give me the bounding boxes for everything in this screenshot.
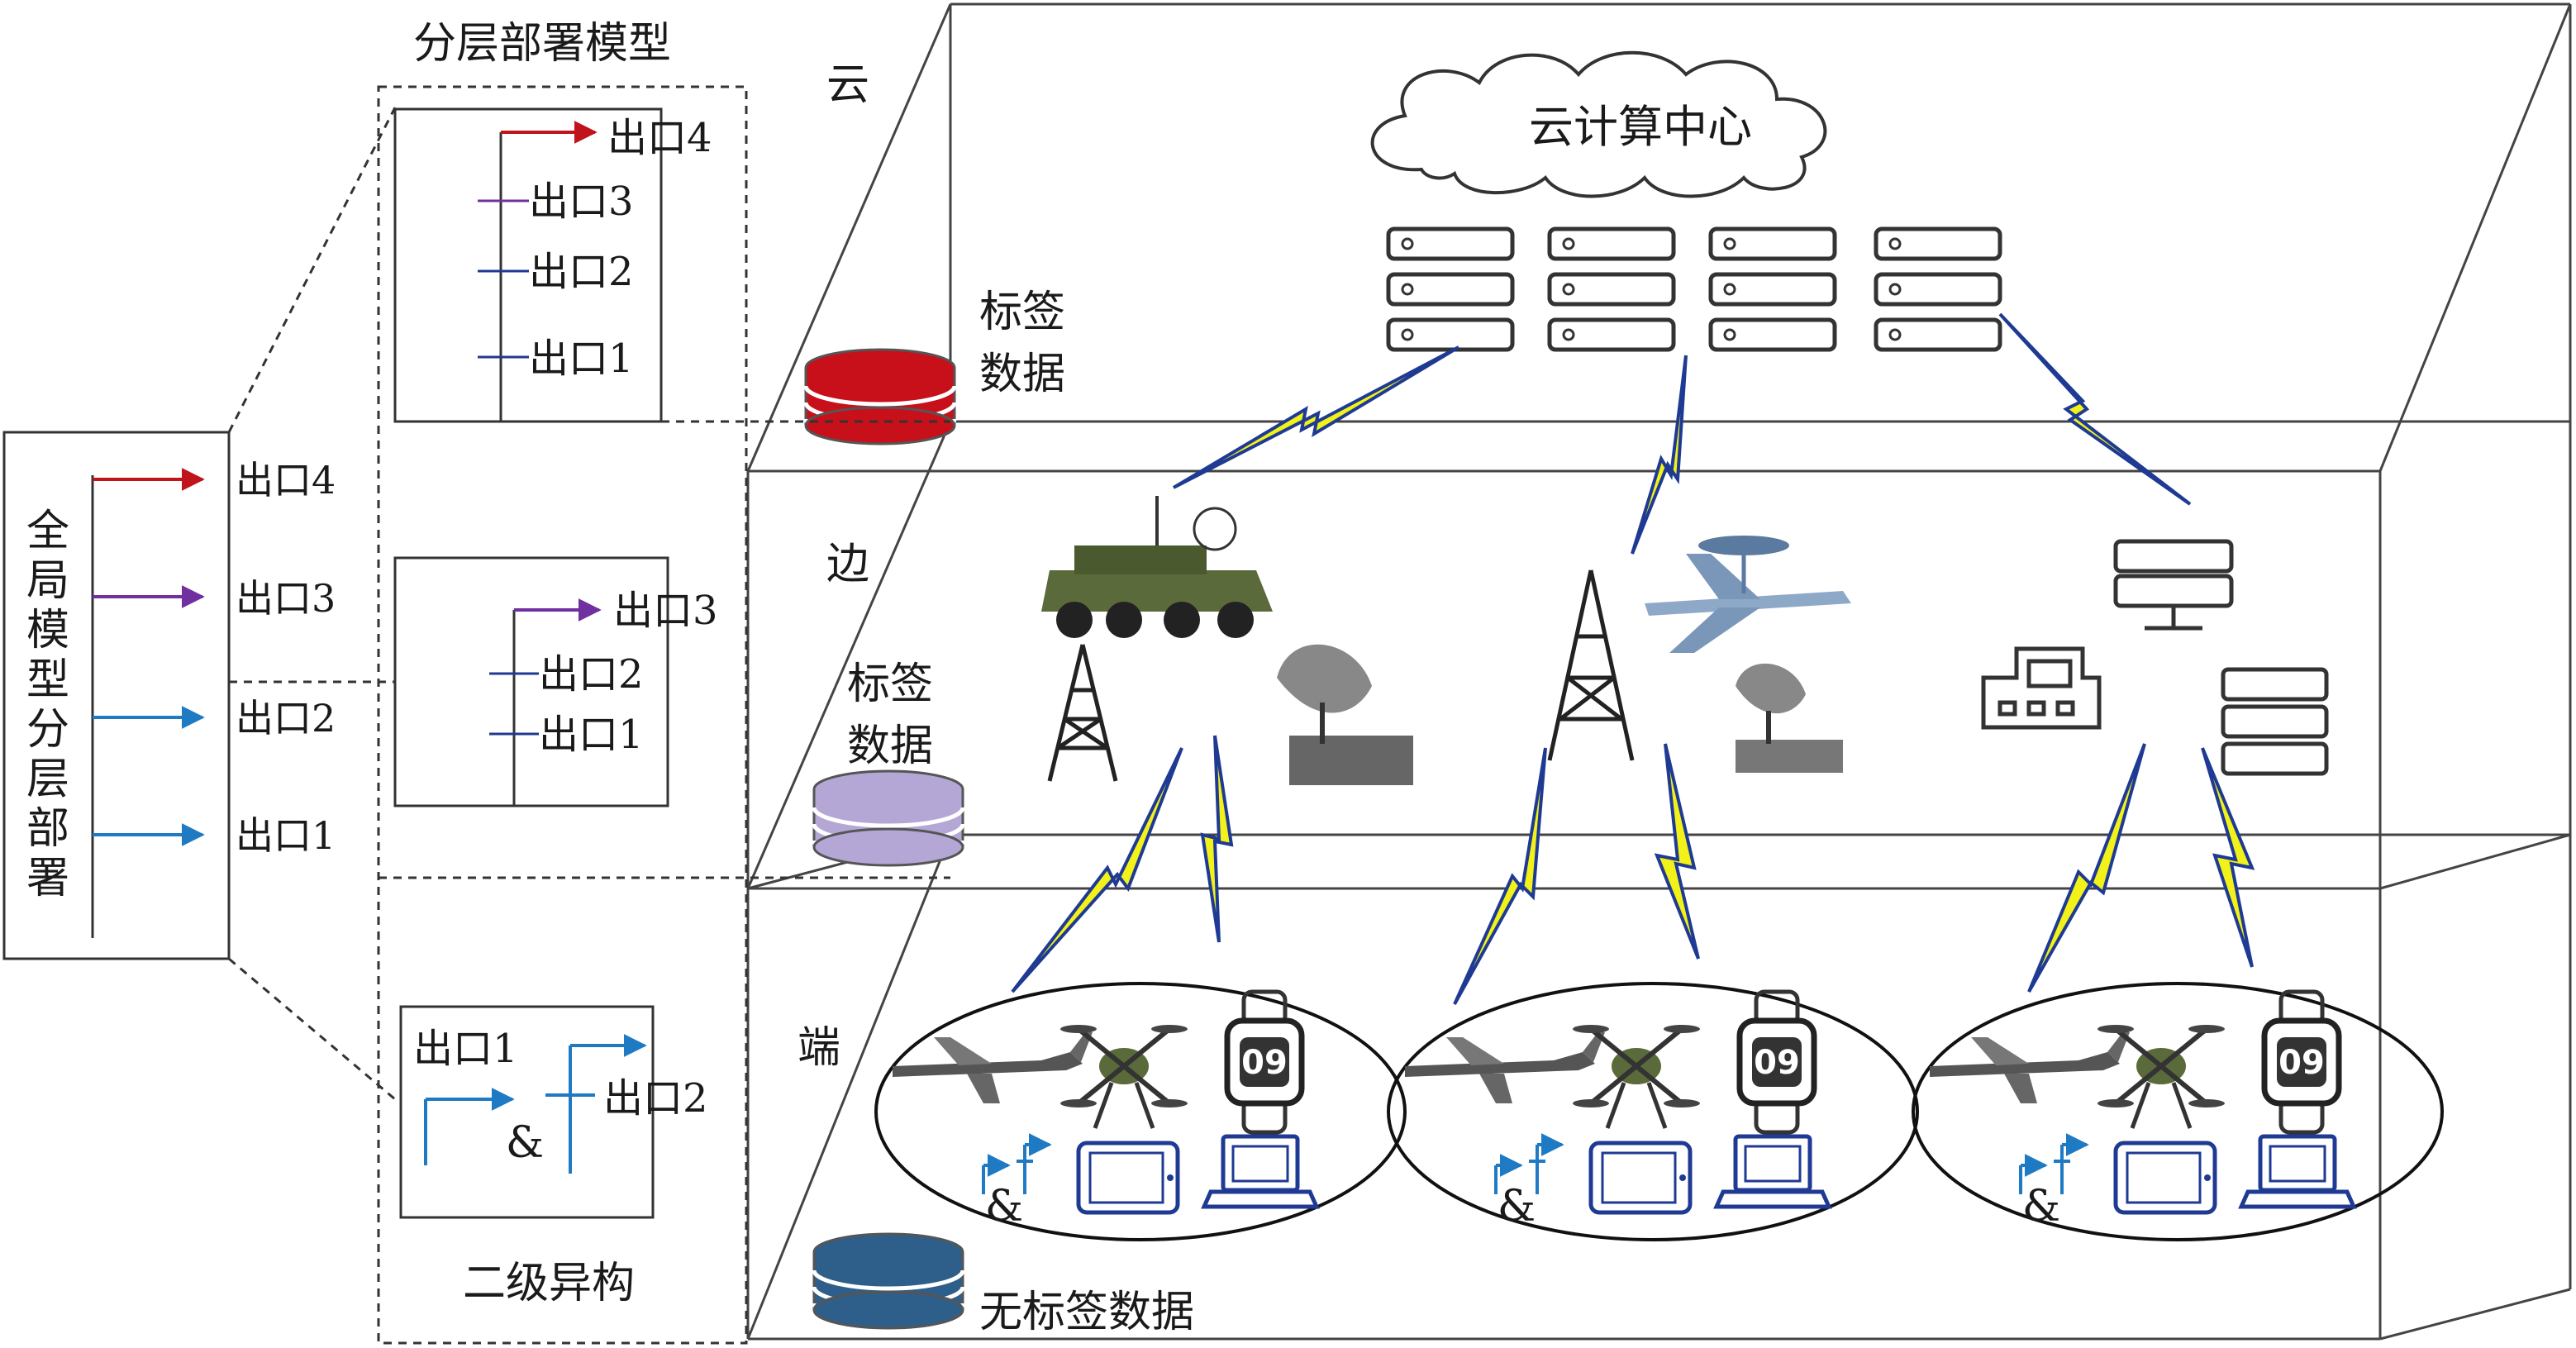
satellite-dish-icon-1 [1277,644,1413,785]
svg-text:部: 部 [26,804,69,854]
svg-text:署: 署 [26,854,69,903]
labeled-data-top-2: 数据 [979,350,1065,399]
layer-label-end: 端 [798,1023,840,1073]
hier-top-exit-4: 出口4 [607,115,712,161]
global-exit-1: 出口1 [236,813,336,858]
base-station-building-icon [1981,646,2102,730]
hier-mid-exit-2: 出口2 [539,651,644,698]
cloud-server-rack-1 [1388,229,1512,350]
armored-vehicle-icon [1041,496,1273,638]
dashed-connectors [227,85,950,1345]
hier-top-exit-1: 出口1 [529,336,634,382]
hier-bottom-box [399,1005,655,1219]
hier-model-title: 分层部署模型 [413,19,671,69]
global-exit-2: 出口2 [236,696,336,741]
labeled-data-mid-2: 数据 [847,722,933,771]
hier-mid-exit-1: 出口1 [539,712,644,758]
device-cluster-2 [1388,984,1917,1240]
cloud-center-label: 云计算中心 [1529,101,1752,153]
hier-mid-exit-3: 出口3 [613,588,718,634]
global-model-box [2,431,231,960]
edge-server-rack-icon [2221,667,2329,776]
device-cluster-3 [1913,984,2442,1240]
cloud-server-rack-3 [1711,229,1835,350]
svg-text:层: 层 [26,755,69,804]
global-exit-3: 出口3 [236,576,336,621]
svg-text:型: 型 [26,655,69,705]
labeled-data-db-red [806,350,955,444]
edge-server-icon [2113,539,2234,631]
svg-text:全: 全 [26,507,69,556]
layer-label-cloud: 云 [826,60,869,110]
awacs-aircraft-icon [1645,536,1851,653]
hier-top-box [393,107,663,423]
device-cluster-1 [876,984,1405,1240]
secondary-hetero-title: 二级异构 [463,1259,635,1308]
satellite-dish-icon-2 [1736,663,1843,773]
hier-mid-box [393,556,669,807]
hier-bot-exit-1: 出口1 [413,1026,518,1072]
cloud-server-rack-2 [1550,229,1674,350]
svg-text:模: 模 [26,606,69,655]
labeled-data-top-1: 标签 [979,288,1065,337]
unlabeled-data-label: 无标签数据 [979,1288,1194,1337]
cloud-server-rack-4 [1876,229,2000,350]
global-exit-4: 出口4 [236,458,336,503]
hier-bot-amp: & [506,1118,544,1168]
unlabeled-data-db [814,1234,963,1328]
labeled-data-db-lavender [814,771,963,865]
global-model-vertical-label: 全 局 模 型 分 层 部 署 [26,507,69,903]
svg-text:分: 分 [26,705,69,755]
radio-tower-icon-2 [1547,569,1635,761]
svg-text:局: 局 [26,556,69,606]
radio-tower-icon-1 [1047,644,1118,782]
hier-bot-exit-2: 出口2 [603,1075,708,1122]
cloud-icon [1370,50,1827,198]
labeled-data-mid-1: 标签 [847,660,933,709]
layer-label-edge: 边 [826,540,869,589]
hier-top-exit-2: 出口2 [529,249,634,295]
hier-top-exit-3: 出口3 [529,179,634,225]
wireless-links [1011,312,2255,1005]
